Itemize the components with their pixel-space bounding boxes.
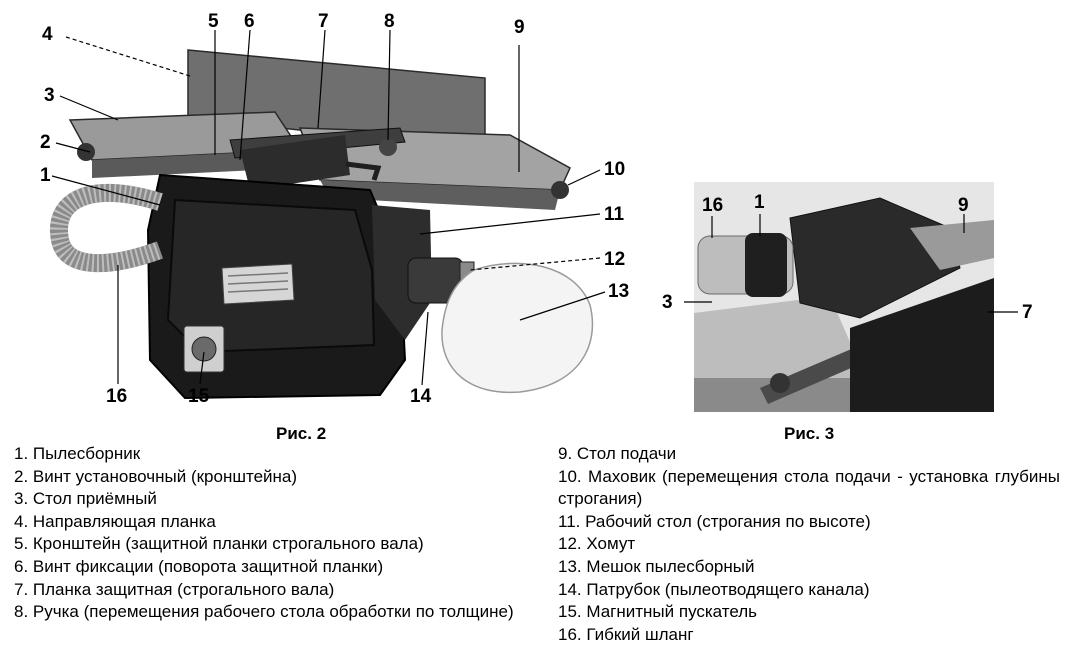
fig3-callout-9: 9 [958,195,969,216]
callout-11: 11 [604,204,625,225]
adjust-screw-knob [77,143,95,161]
callout-15: 15 [188,386,210,407]
handwheel-knob [551,181,569,199]
callout-12: 12 [604,249,625,270]
callout-4: 4 [42,24,53,45]
legend-left-column: 1. Пылесборник 2. Винт установочный (кро… [14,443,546,624]
callout-8: 8 [384,11,395,32]
callout-7: 7 [318,11,329,32]
handle-knob [379,138,397,156]
callout-3: 3 [44,85,55,106]
legend-item: 16. Гибкий шланг [558,624,694,644]
callout-5: 5 [208,11,219,32]
callout-9: 9 [514,17,525,38]
legend-item: 14. Патрубок (пылеотводящего канала) [558,579,870,599]
fig3-callout-7: 7 [1022,302,1033,323]
callout-1: 1 [40,165,51,186]
callout-16: 16 [106,386,127,407]
figure-3-caption: Рис. 3 [784,424,835,443]
fig3-callout-3: 3 [662,292,673,313]
dust-bag [441,262,594,394]
handwheel-crank [345,161,382,181]
flexible-hose [49,183,164,273]
callout-6: 6 [244,11,255,32]
legend-item: 1. Пылесборник [14,444,141,463]
fig3-callout-1: 1 [754,192,765,213]
callout-2: 2 [40,132,51,153]
figure-2-illustration: 4 5 6 7 8 9 3 2 1 10 11 12 13 16 15 14 [40,11,629,407]
legend-item: 9. Стол подачи [558,444,677,463]
figure-2-caption: Рис. 2 [276,424,327,443]
legend-item: 8. Ручка (перемещения рабочего стола обр… [14,602,514,622]
callout-13: 13 [608,281,629,302]
legend-item: 2. Винт установочный (кронштейна) [14,466,298,486]
legend-item: 13. Мешок пылесборный [558,556,755,576]
fig3-callout-16: 16 [702,195,723,216]
legend-item: 15. Магнитный пускатель [558,602,758,622]
legend-item: 11. Рабочий стол (строгания по высоте) [558,511,871,531]
legend-item: 10. Маховик (перемещения стола подачи - … [558,466,1060,509]
legend-item: 12. Хомут [558,534,636,554]
legend-right-column: 9. Стол подачи 10. Маховик (перемещения … [558,443,1060,646]
legend-item: 7. Планка защитная (строгального вала) [14,579,335,599]
legend-item: 5. Кронштейн (защитной планки строгально… [14,534,424,554]
callout-14: 14 [410,386,432,407]
legend-item: 3. Стол приёмный [14,489,157,509]
legend-item: 4. Направляющая планка [14,511,216,531]
callout-10: 10 [604,159,625,180]
figure-3-illustration: 16 1 9 3 7 [662,182,1033,412]
legend-item: 6. Винт фиксации (поворота защитной план… [14,556,384,576]
